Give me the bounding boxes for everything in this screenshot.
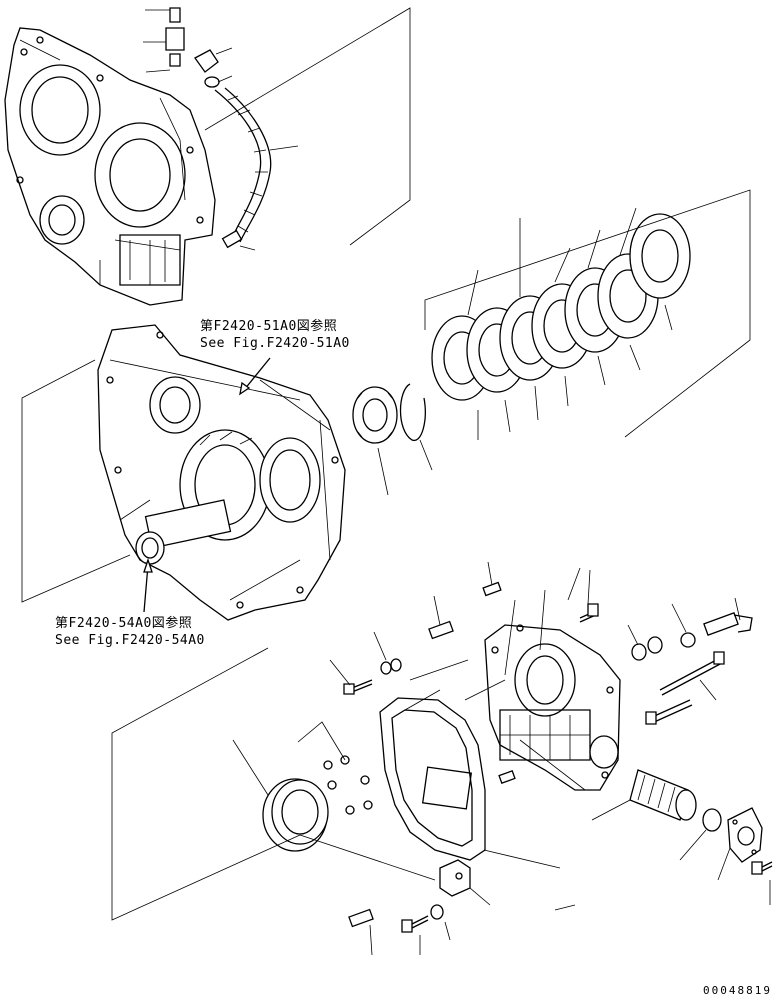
elbow-fitting — [195, 48, 232, 87]
reference-arrow-upper — [244, 358, 270, 390]
upper-housing-cover — [5, 28, 215, 305]
flange-cover — [718, 808, 762, 880]
bolts — [330, 570, 772, 955]
reference-arrow-lower — [144, 565, 148, 612]
reference-label-upper-jp: 第F2420-51A0図参照 — [200, 319, 338, 334]
main-case — [98, 325, 345, 620]
breather-fitting — [143, 8, 184, 72]
check-balls — [298, 722, 372, 814]
guide-line-clutch — [425, 190, 750, 437]
snap-ring — [401, 384, 433, 470]
guide-line-main-case — [22, 360, 130, 602]
leader-lines-lower — [300, 600, 585, 910]
gasket — [380, 680, 505, 860]
reference-label-upper-en: See Fig.F2420-51A0 — [200, 336, 350, 351]
hose — [215, 88, 298, 250]
spacer-block — [440, 860, 490, 905]
clutch-disc-pack — [432, 208, 690, 440]
reference-label-lower-en: See Fig.F2420-54A0 — [55, 633, 205, 648]
reference-arrow-upper-head — [240, 383, 249, 394]
washers — [374, 604, 695, 940]
o-ring — [680, 809, 721, 860]
drawing-code: 00048819 — [703, 984, 772, 997]
bearing — [353, 387, 397, 495]
dowel-pins — [349, 562, 515, 955]
guide-line-upper — [205, 8, 410, 245]
guide-line-oil-seal — [112, 648, 300, 920]
reference-arrow-lower-head — [144, 560, 152, 572]
bracket — [704, 613, 752, 635]
shaft — [592, 770, 696, 820]
oil-seal — [233, 740, 328, 851]
rear-housing — [485, 568, 620, 790]
reference-label-lower-jp: 第F2420-54A0図参照 — [55, 616, 193, 631]
